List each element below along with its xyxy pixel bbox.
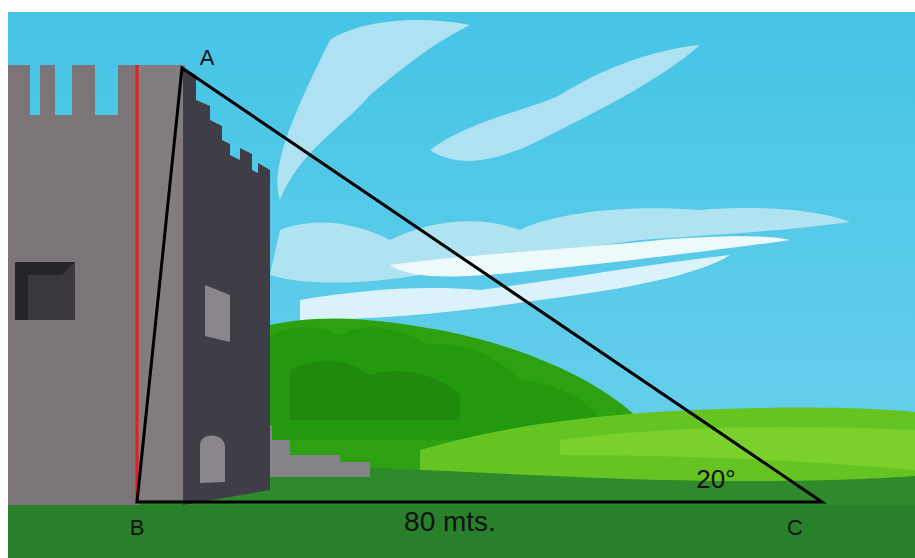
door [200,435,225,483]
trees [290,361,460,420]
vertex-label: B [130,517,145,539]
window-shade [15,262,75,320]
stairs [256,425,370,477]
meadow-light [560,427,915,470]
ground-front [8,505,915,558]
cloud [277,20,470,200]
cloud [390,236,790,276]
vertex-label: A [200,47,215,69]
castle-wall [8,65,140,505]
vertex-label: C [787,517,803,539]
height-line [136,65,139,502]
clouds [270,20,850,320]
tower-side [183,68,270,505]
sky [8,12,915,558]
cloud [270,208,850,282]
window [205,285,230,342]
angle-label: 20° [696,466,735,492]
window [15,262,75,320]
dimension-label: 80 mts. [404,508,496,536]
cloud [430,45,700,161]
triangle [137,68,822,502]
